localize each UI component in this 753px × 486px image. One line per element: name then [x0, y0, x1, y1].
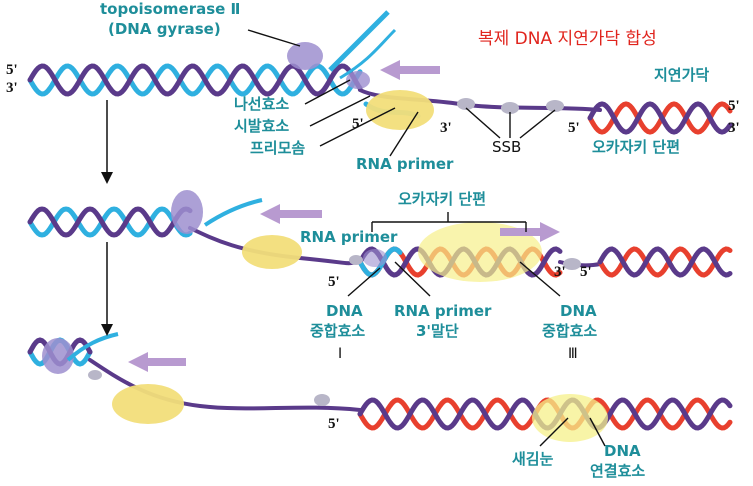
- leading-template-strand: [328, 10, 390, 72]
- rna-primer-label: RNA primer: [356, 155, 454, 173]
- leading-template-strand: [66, 332, 119, 362]
- ssb-blob: [457, 98, 475, 110]
- panel2-proteins: [171, 190, 581, 282]
- end-label-3: 3': [440, 120, 452, 136]
- ssb-blob: [563, 258, 581, 270]
- dna-gyrase-label: (DNA gyrase): [108, 20, 221, 38]
- parental-strand: [27, 206, 193, 238]
- dna-polymerase-3-label: 중합효소: [542, 322, 597, 340]
- pol3-glow: [418, 222, 542, 282]
- pol1-blob: [363, 249, 387, 267]
- end-label-5: 5': [728, 98, 740, 114]
- topoisomerase-blob: [171, 190, 203, 234]
- rna-primer-label: RNA primer: [300, 228, 398, 246]
- lagging-template-strand: [88, 358, 362, 412]
- ssb-label: SSB: [492, 138, 521, 156]
- diagram-title: 복제 DNA 지연가닥 합성: [478, 29, 657, 49]
- template-strand: [597, 246, 733, 278]
- ssb-blob: [349, 255, 363, 265]
- end-label-5: 5': [568, 120, 580, 136]
- rna-primer-strand: [357, 246, 403, 278]
- parental-strand: [27, 206, 193, 238]
- nick-label: 새김눈: [512, 450, 554, 468]
- ssb-blob: [88, 370, 102, 380]
- arrow-left-icon: [380, 60, 440, 80]
- helicase-blob: [346, 71, 370, 89]
- leading-template-strand: [203, 198, 263, 227]
- end-label-5: 5': [328, 274, 340, 290]
- topoisomerase-blob: [42, 338, 74, 374]
- dna-polymerase-1-label: 중합효소: [310, 322, 365, 340]
- helicase-label: 나선효소: [234, 95, 289, 113]
- end-label-5: 5': [328, 416, 340, 432]
- dna-ligase-label: DNA: [604, 442, 641, 460]
- end-label-5: 5': [580, 264, 592, 280]
- dna-polymerase-1-label: DNA: [326, 302, 363, 320]
- ligase-glow: [532, 394, 608, 442]
- end-label-3: 3': [6, 80, 18, 96]
- dna-polymerase-3-label: DNA: [560, 302, 597, 320]
- panel1-proteins: [287, 10, 564, 130]
- ssb-blob: [314, 394, 330, 406]
- primer-3-end-label: 3'말단: [416, 322, 459, 340]
- primosome-blob: [112, 384, 184, 424]
- dna-ligase-label: 연결효소: [590, 462, 645, 480]
- fork-strand: [339, 28, 397, 80]
- panel3-proteins: [42, 332, 608, 442]
- end-label-5: 5': [352, 116, 364, 132]
- topoisomerase-label: topoisomerase Ⅱ: [100, 0, 240, 18]
- end-label-3: 3': [554, 264, 566, 280]
- arrow-right-icon: [500, 222, 560, 242]
- leader-lines: [247, 29, 606, 447]
- topoisomerase-blob: [287, 42, 323, 70]
- okazaki-fragment-label: 오카자키 단편: [398, 190, 486, 208]
- lagging-strand-label: 지연가닥: [654, 66, 709, 84]
- dna-polymerase-1-label: Ⅰ: [338, 346, 342, 362]
- template-strand: [587, 101, 733, 135]
- arrow-left-icon: [260, 204, 322, 224]
- okazaki-fragment-label: 오카자키 단편: [592, 138, 680, 156]
- primosome-blob: [366, 90, 434, 130]
- direction-arrows: [128, 60, 560, 372]
- dna-polymerase-3-label: Ⅲ: [568, 346, 578, 362]
- parental-strand: [27, 63, 363, 97]
- primosome-blob: [242, 235, 302, 269]
- primer-3-end-label: RNA primer: [394, 302, 492, 320]
- primase-label: 시발효소: [234, 117, 289, 135]
- end-label-3: 3': [728, 120, 740, 136]
- ssb-blob: [546, 100, 564, 112]
- arrow-left-icon: [128, 352, 186, 372]
- ssb-blob: [501, 102, 519, 114]
- primosome-label: 프리모솜: [250, 139, 305, 157]
- end-label-5: 5': [6, 62, 18, 78]
